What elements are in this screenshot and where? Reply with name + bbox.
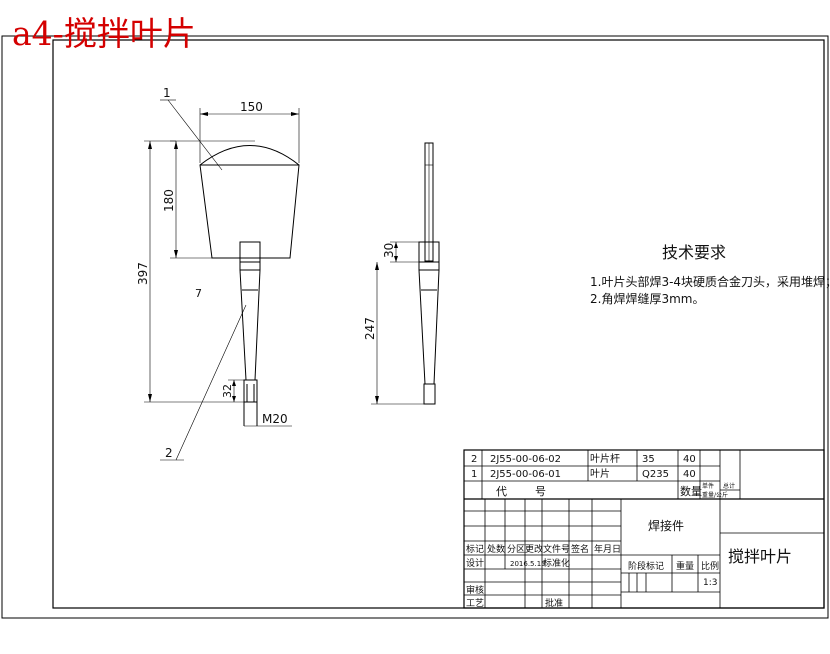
tb-date-label: 年月日	[594, 543, 621, 555]
shaft-left-edge	[239, 269, 247, 381]
part-2-no: 2	[471, 454, 477, 465]
side-shaft-end	[423, 383, 436, 405]
leader-1-label: 1	[163, 86, 171, 100]
dim-shaft-length: 247	[363, 317, 377, 340]
tech-line-2: 2.角焊焊缝厚3mm。	[590, 291, 704, 306]
parts-header-total: 总计	[723, 482, 735, 490]
dim-head-width: 150	[240, 100, 263, 114]
tb-signature: 签名	[571, 543, 589, 555]
tb-design-date: 2016.5.15	[510, 560, 546, 568]
shaft-collar	[239, 241, 261, 263]
part-1-no: 1	[471, 469, 477, 480]
tech-title: 技术要求	[662, 243, 726, 262]
dim-head-height: 180	[162, 189, 176, 212]
leader-2	[175, 304, 247, 461]
tb-material-name: 焊接件	[648, 518, 684, 533]
tb-scale: 比例	[701, 560, 719, 572]
dim-blade-join: 30	[382, 243, 396, 258]
part-1-code: 2J55-00-06-01	[490, 469, 561, 480]
part-2-name: 叶片杆	[590, 452, 620, 465]
blade-head-outline	[199, 164, 300, 259]
sheet-label: a4-搅拌叶片	[12, 14, 196, 53]
dim-thread: M20	[262, 412, 288, 426]
parts-header-unit: 单件	[702, 482, 714, 490]
tb-weight: 重量	[676, 560, 694, 572]
front-view	[144, 99, 300, 461]
tb-mark: 标记	[466, 543, 484, 555]
title-block	[463, 449, 825, 609]
tb-approve: 批准	[545, 597, 563, 609]
side-view	[371, 142, 440, 405]
leader-2-label: 2	[165, 446, 173, 460]
front-view-mark: 7	[195, 287, 202, 300]
tb-zone: 分区	[507, 544, 525, 555]
tb-stage-mark: 阶段标记	[628, 560, 664, 572]
parts-header-qty: 数量	[680, 485, 702, 498]
leader-1	[167, 99, 223, 171]
dim-shaft-end: 32	[221, 384, 234, 398]
part-2-material: 35	[642, 454, 655, 465]
parts-header-weight-note: 重量/公斤	[702, 491, 728, 499]
part-1-material: Q235	[642, 469, 669, 480]
tb-standardize: 标准化	[543, 557, 570, 569]
shaft-end	[243, 379, 258, 403]
inner-frame	[52, 39, 825, 609]
part-2-qty: 40	[683, 454, 696, 465]
parts-header-code: 代 号	[496, 485, 546, 498]
tech-line-1: 1.叶片头部焊3-4块硬质合金刀头，采用堆焊；	[590, 274, 830, 289]
tb-process: 工艺	[466, 598, 484, 609]
dim-total-length: 397	[136, 262, 150, 285]
tb-change-doc: 更改文件号	[525, 543, 570, 555]
blade-head-arc	[199, 145, 300, 166]
outer-frame	[1, 35, 829, 619]
tb-review: 审核	[466, 584, 484, 596]
shaft-right-edge	[254, 269, 261, 381]
part-1-name: 叶片	[590, 467, 610, 480]
tb-drawing-name: 搅拌叶片	[728, 547, 792, 566]
tb-count: 处数	[487, 543, 505, 555]
tb-scale-value: 1:3	[703, 578, 717, 588]
tb-design: 设计	[466, 557, 484, 569]
part-2-code: 2J55-00-06-02	[490, 454, 561, 465]
side-collar	[418, 241, 440, 263]
part-1-qty: 40	[683, 469, 696, 480]
